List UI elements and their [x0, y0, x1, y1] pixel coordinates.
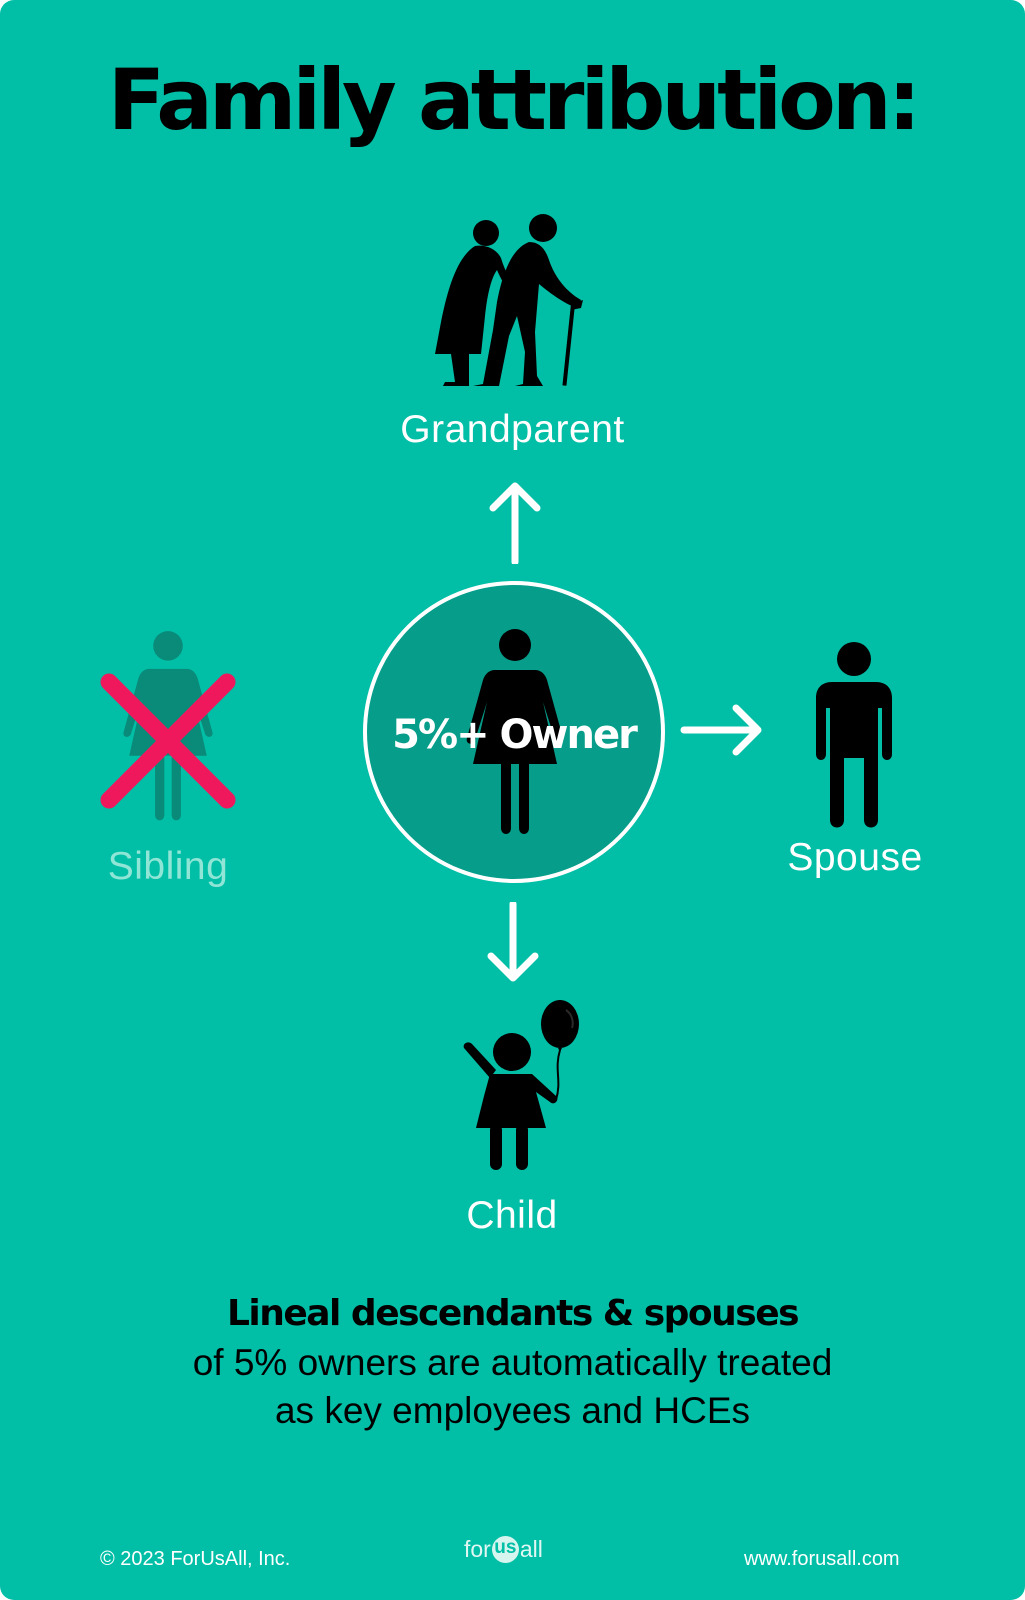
arrow-right-icon	[680, 704, 762, 756]
woman-figure-icon	[466, 629, 564, 834]
spouse-label: Spouse	[787, 836, 923, 879]
owner-label: 5%+ Owner	[392, 712, 638, 758]
forusall-logo: for us all	[464, 1536, 543, 1563]
arrow-up-icon	[489, 482, 541, 564]
child-label: Child	[466, 1194, 558, 1237]
elderly-couple-icon	[435, 214, 583, 386]
copyright-text: © 2023 ForUsAll, Inc.	[100, 1548, 291, 1570]
logo-badge: us	[491, 1536, 519, 1563]
logo-suffix: all	[519, 1536, 543, 1562]
caption-headline: Lineal descendants & spouses	[226, 1293, 800, 1334]
website-link[interactable]: www.forusall.com	[744, 1548, 900, 1570]
page-title: Family attribution:	[107, 51, 921, 149]
grandparent-label: Grandparent	[400, 408, 625, 451]
man-figure-icon	[816, 642, 892, 828]
caption-line-2: as key employees and HCEs	[274, 1390, 751, 1431]
cross-icon	[100, 673, 236, 809]
sibling-label: Sibling	[107, 845, 229, 888]
caption-line-1: of 5% owners are automatically treated	[192, 1342, 833, 1383]
child-with-balloon-icon	[463, 1000, 579, 1170]
logo-prefix: for	[464, 1536, 491, 1562]
arrow-down-icon	[487, 902, 539, 982]
